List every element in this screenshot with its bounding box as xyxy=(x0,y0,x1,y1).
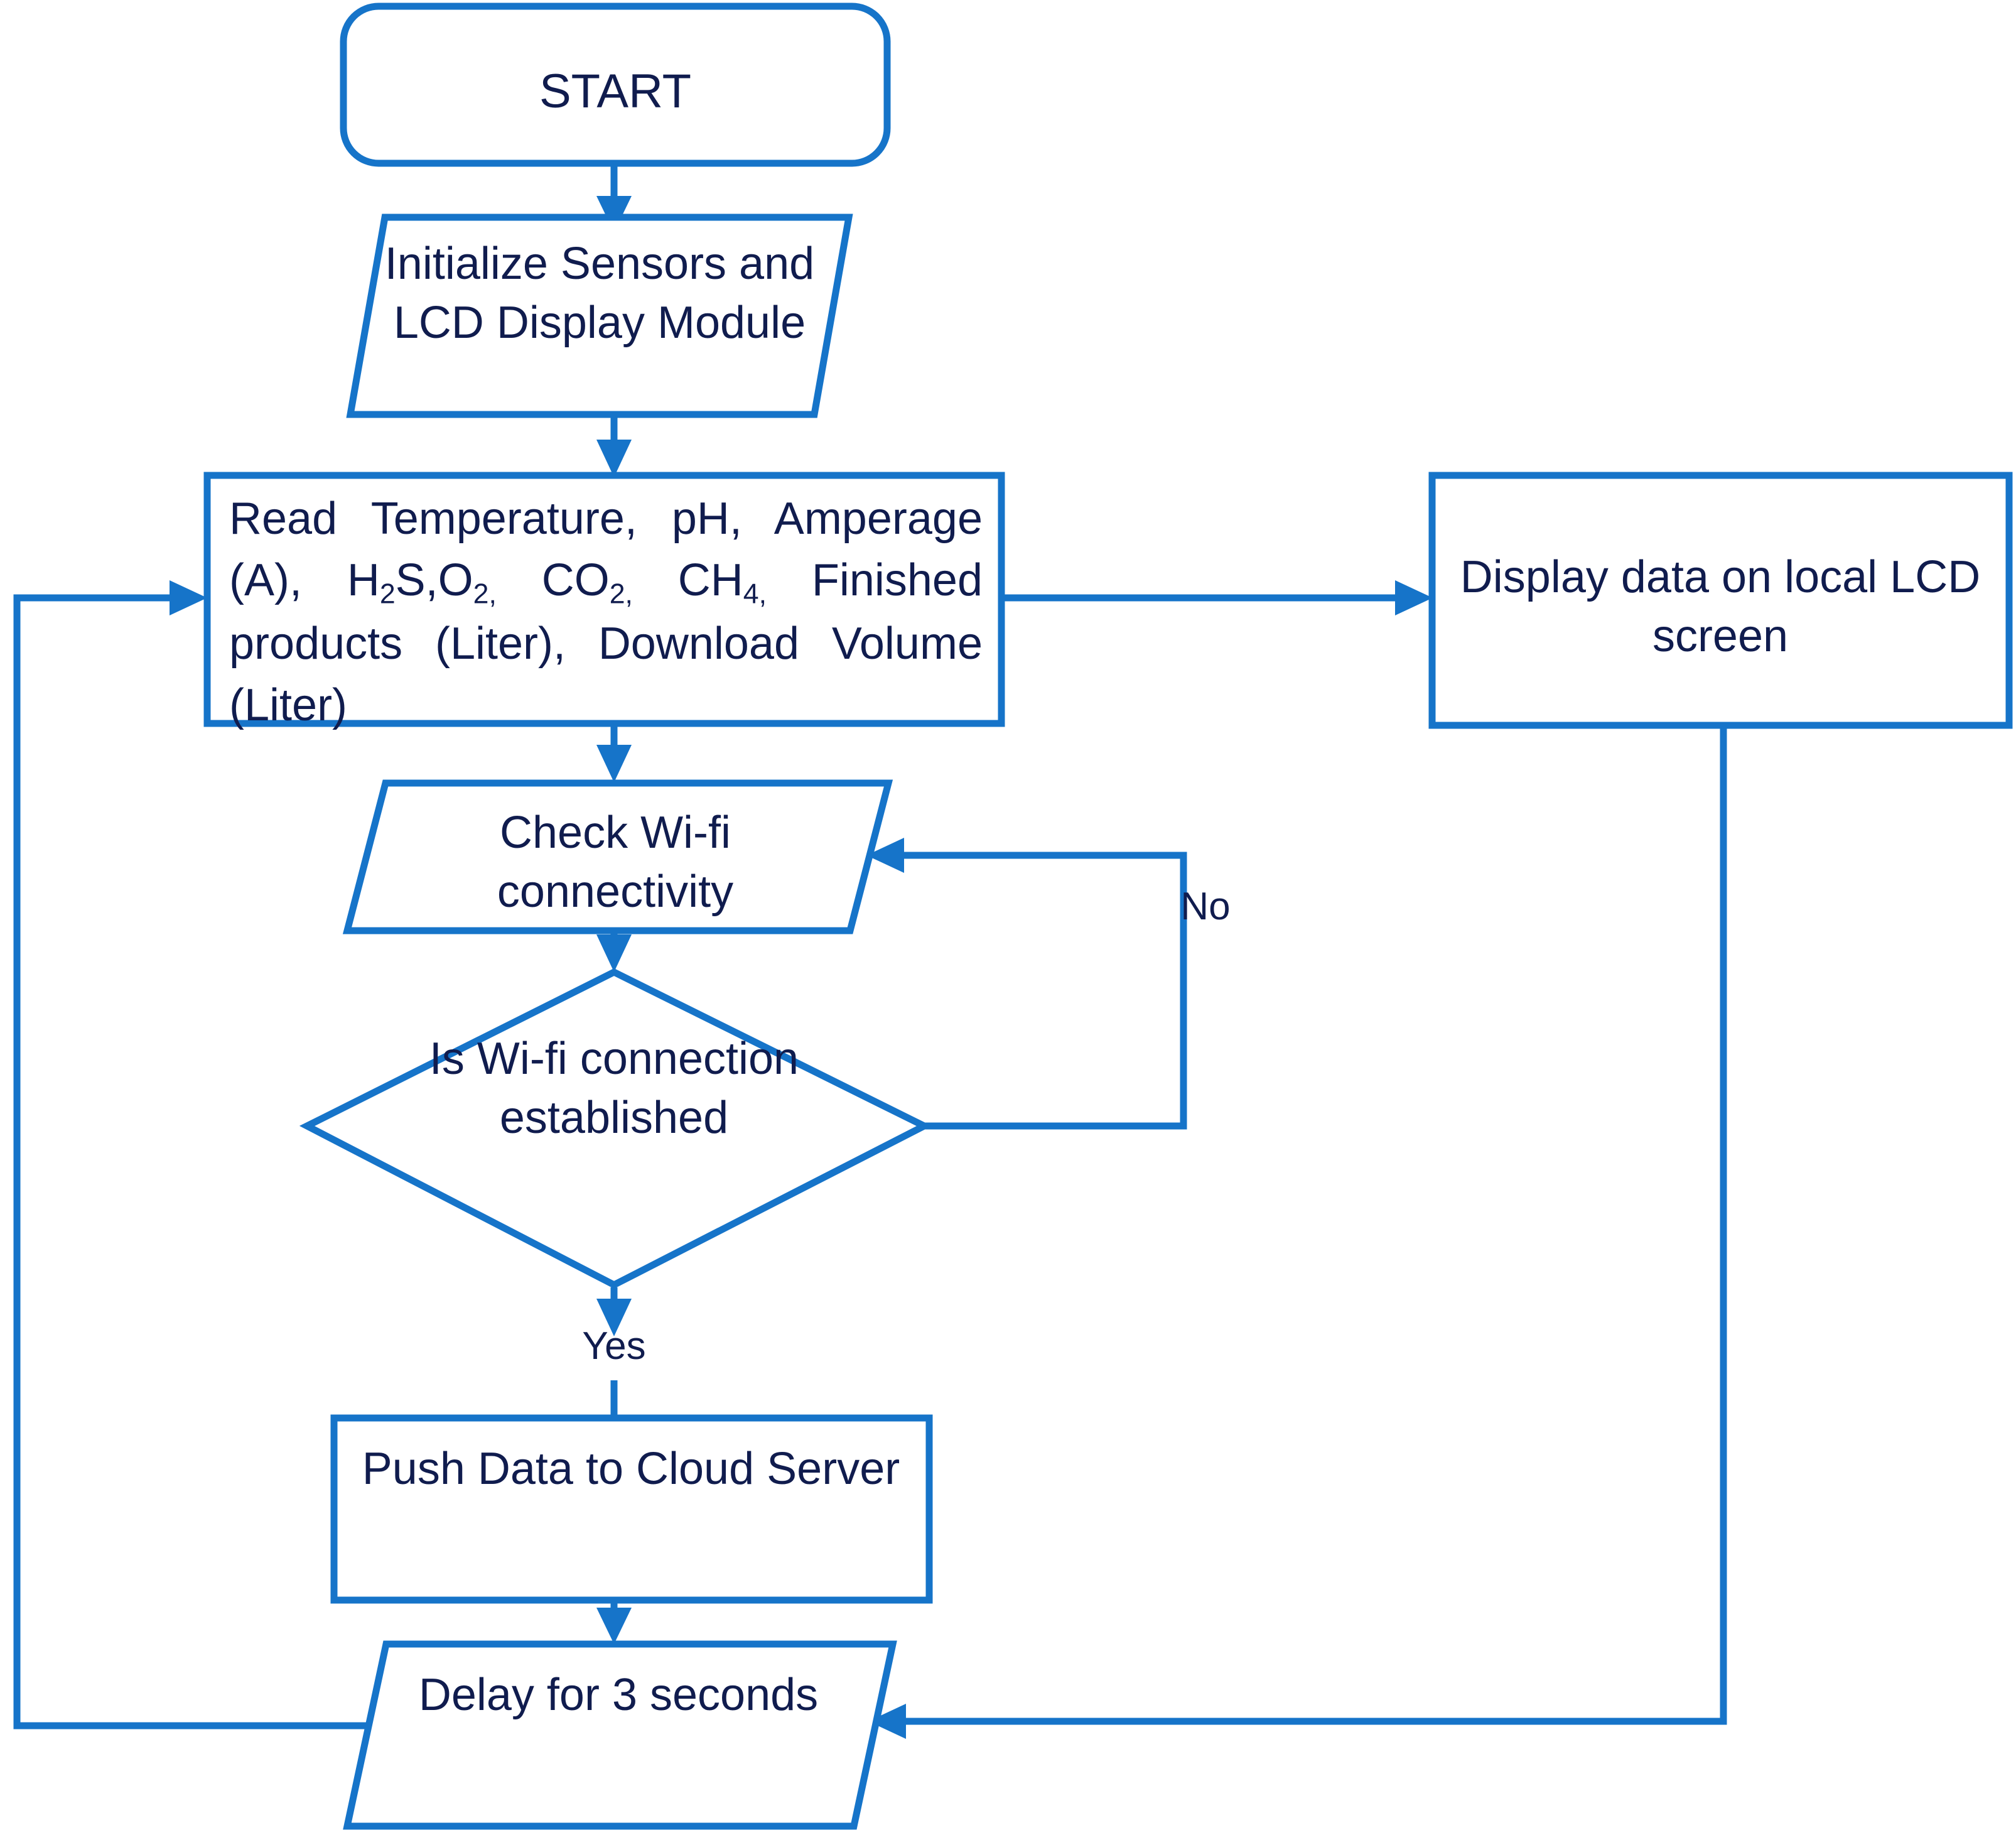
node-initialize[interactable] xyxy=(346,214,853,418)
connector-initialize-to-read xyxy=(596,416,632,477)
connector-read-to-display xyxy=(1005,580,1433,615)
connector-display-to-delay xyxy=(868,725,1727,1739)
connector-decision-to-push xyxy=(596,1287,632,1418)
connector-push-to-delay xyxy=(596,1600,632,1644)
node-push[interactable] xyxy=(330,1414,933,1604)
connector-decision-no-loop xyxy=(866,838,1187,1130)
connector-checkwifi-to-decision xyxy=(596,934,632,972)
node-read[interactable] xyxy=(203,472,1005,727)
connector-read-to-checkwifi xyxy=(596,723,632,782)
connector-delay-to-read-loop xyxy=(13,580,377,1729)
node-start[interactable] xyxy=(340,3,891,167)
node-check-wifi[interactable] xyxy=(342,779,893,934)
edge-label-no: No xyxy=(1180,885,1231,928)
node-delay[interactable] xyxy=(343,1640,897,1830)
node-decision[interactable] xyxy=(299,968,932,1289)
node-display[interactable] xyxy=(1428,472,2013,729)
edge-label-yes: Yes xyxy=(582,1324,646,1368)
